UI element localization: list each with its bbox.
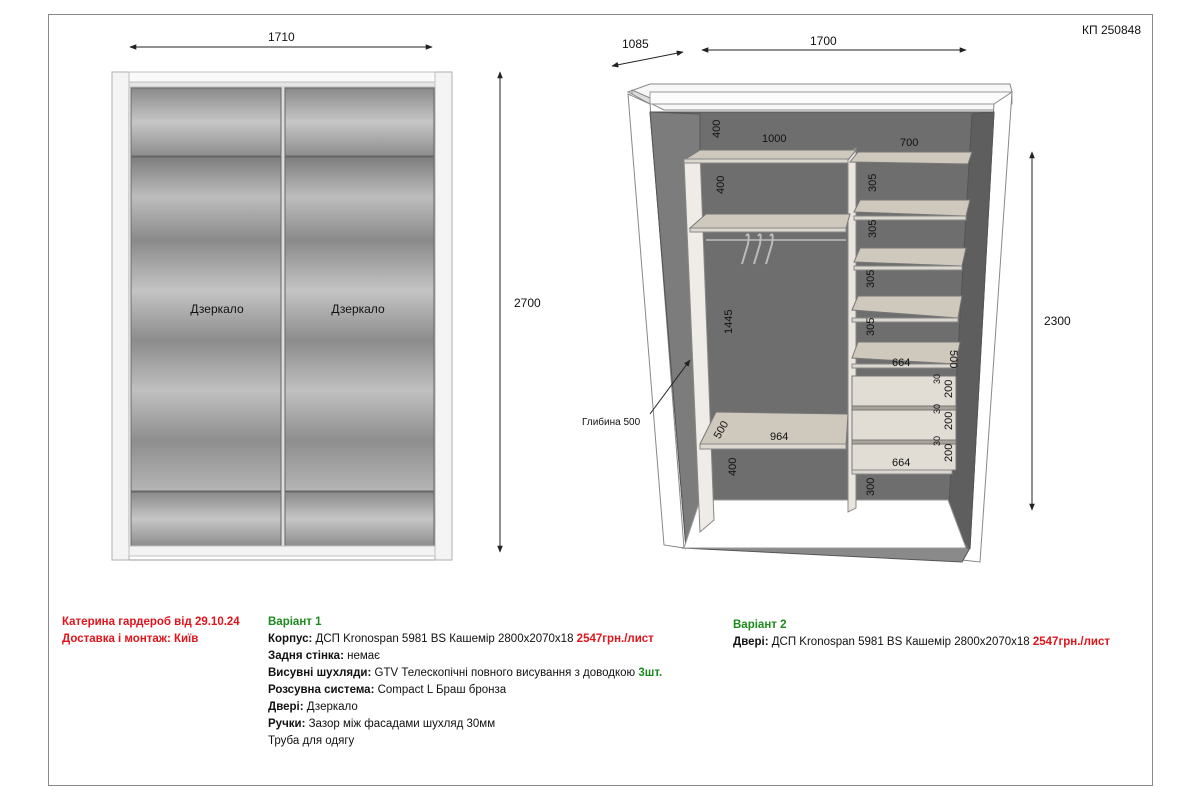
iso-hangers: [741, 233, 774, 265]
iso-top-gap: 400: [711, 120, 723, 138]
iso-drawer-height-1: 200: [943, 380, 955, 398]
iso-bottom-shelf-width: 964: [770, 431, 788, 443]
drawing-frame: [48, 14, 1153, 786]
client-title: Катерина гардероб від 29.10.24: [62, 616, 240, 628]
iso-left-second-shelf: [688, 213, 851, 229]
front-rail: [128, 81, 436, 88]
iso-depth-note-arrow: [649, 359, 691, 415]
iso-width-label: 1700: [810, 34, 837, 48]
iso-bottom-gap: 400: [727, 458, 739, 476]
iso-right-shelf-gap-2: 305: [867, 220, 879, 238]
iso-hanging-height: 1445: [723, 310, 735, 334]
variant1-title: Варіант 1: [268, 616, 322, 628]
client-notes: Катерина гардероб від 29.10.24 Доставка …: [62, 614, 240, 648]
iso-dimension-labels: 400 1000 700 400 1445 500 964 400 305 30…: [711, 120, 959, 496]
client-delivery: Доставка і монтаж: Київ: [62, 633, 199, 645]
left-door-top-panel: [130, 87, 282, 157]
variant1-sliding: Розсувна система: Compact L Браш бронза: [268, 684, 507, 696]
variant1-drawers: Висувні шухляди: GTV Телескопічні повног…: [268, 667, 663, 679]
iso-bottom-panel: [681, 547, 971, 563]
iso-depth-label: 1085: [622, 37, 649, 51]
variant1-corpus: Корпус: ДСП Kronospan 5981 BS Кашемір 28…: [268, 633, 654, 645]
front-top: [128, 71, 436, 83]
iso-drawer-top-gap: 500: [947, 350, 959, 368]
iso-left-shelf-gap: 400: [715, 176, 727, 194]
variant1-rod: Труба для одягу: [268, 735, 355, 747]
variant1-notes: Варіант 1 Корпус: ДСП Kronospan 5981 BS …: [268, 614, 662, 750]
left-door-bottom-panel: [130, 491, 282, 547]
left-door-middle-panel: [130, 156, 282, 492]
right-door-top-panel: [284, 87, 435, 157]
iso-right-width: 700: [900, 137, 918, 149]
iso-drawer-height-3: 200: [943, 444, 955, 462]
front-bottom-rail: [128, 545, 436, 557]
iso-right-shelf-gap-3: 305: [865, 270, 877, 288]
iso-right-shelf-3: [851, 295, 963, 319]
iso-right-shelf-2: [853, 247, 967, 267]
iso-right-shelf-gap-1: 305: [867, 174, 879, 192]
project-number: КП 250848: [1082, 23, 1141, 37]
front-view: 1710 2700 Дзеркало Дзеркало: [111, 30, 541, 561]
variant1-doors: Двері: Дзеркало: [268, 701, 358, 713]
variant2-doors: Двері: ДСП Kronospan 5981 BS Кашемір 280…: [733, 636, 1111, 648]
iso-drawer-3: [851, 443, 957, 471]
iso-drawer-height-2: 200: [943, 412, 955, 430]
iso-drawer-bottom-width: 664: [892, 457, 910, 469]
iso-right-top-shelf: [848, 151, 973, 165]
iso-plinth: 300: [865, 478, 877, 496]
front-right-side: [434, 71, 453, 561]
iso-right-shelf-1: [853, 199, 971, 217]
iso-drawer-shelf-width: 664: [892, 357, 910, 369]
iso-depth-dimension-line: [611, 50, 684, 68]
iso-drawer-1: [851, 375, 957, 407]
iso-right-shelf-gap-4: 305: [865, 318, 877, 336]
iso-height-label: 2300: [1044, 314, 1071, 328]
variant2-notes: Варіант 2 Двері: ДСП Kronospan 5981 BS К…: [733, 617, 1110, 651]
variant2-title: Варіант 2: [733, 619, 787, 631]
iso-left-width: 1000: [762, 133, 786, 145]
iso-drawer-gap-3: 30: [932, 436, 942, 446]
iso-right-shelf-4: [851, 341, 961, 365]
iso-top-front-edge: [649, 91, 1013, 105]
front-left-side: [111, 71, 130, 561]
iso-view: 1085 1700 2300: [582, 34, 1071, 563]
left-door-label: Дзеркало: [190, 302, 244, 316]
iso-drawer-gap-2: 30: [932, 404, 942, 414]
right-door-middle-panel: [284, 156, 435, 492]
front-height-label: 2700: [514, 296, 541, 310]
iso-floor: [683, 499, 967, 549]
variant1-back: Задня стінка: немає: [268, 650, 381, 662]
iso-drawer-gap-1: 30: [932, 374, 942, 384]
iso-drawer-2: [851, 409, 957, 441]
right-door-label: Дзеркало: [331, 302, 385, 316]
variant1-handles: Ручки: Зазор між фасадами шухляд 30мм: [268, 718, 496, 730]
right-door-bottom-panel: [284, 491, 435, 547]
front-width-label: 1710: [268, 30, 295, 44]
iso-depth-note: Глибина 500: [582, 416, 641, 428]
